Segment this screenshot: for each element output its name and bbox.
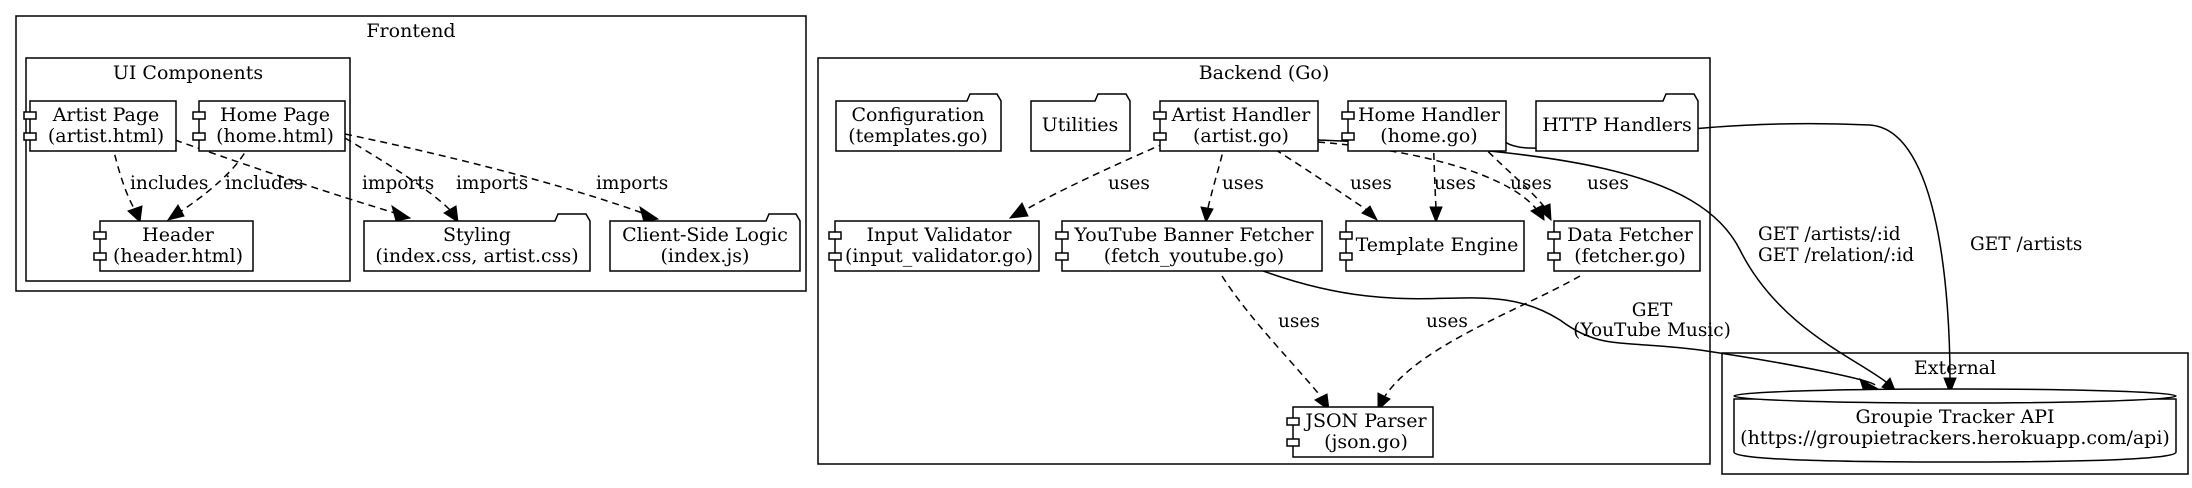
node-utilities: Utilities [1030, 93, 1131, 152]
home-page-file: (home.html) [216, 125, 334, 147]
node-input-validator: Input Validator (input_validator.go) [828, 220, 1040, 272]
edge-label-get-artists: GET /artists [1970, 234, 2082, 255]
json-parser-title: JSON Parser [1303, 410, 1427, 432]
node-youtube-fetcher: YouTube Banner Fetcher (fetch_youtube.go… [1055, 220, 1323, 272]
artist-page-file: (artist.html) [48, 125, 164, 147]
cluster-ui-components: UI Components [25, 57, 351, 282]
node-header: Header (header.html) [93, 220, 254, 272]
edge-label-imports-3: imports [596, 173, 668, 194]
artist-handler-title: Artist Handler [1171, 104, 1312, 126]
groupie-api-url: (https://groupietrackers.herokuapp.com/a… [1740, 427, 2170, 449]
home-page-title: Home Page [220, 104, 330, 126]
cluster-external: External [1721, 352, 2189, 475]
cluster-frontend: Frontend [15, 15, 807, 292]
edge-youtubefetcher-api: GET (YouTube Music) [1254, 267, 1882, 393]
edge-label-uses-4: uses [1434, 173, 1476, 194]
node-artist-page: Artist Page (artist.html) [23, 100, 177, 152]
cluster-external-title: External [1914, 357, 1996, 379]
cluster-backend: Backend (Go) [817, 57, 1711, 465]
home-handler-title: Home Handler [1358, 104, 1501, 126]
edge-datafetcher-jsonparser: uses [1377, 275, 1581, 412]
cluster-backend-title: Backend (Go) [1199, 62, 1330, 84]
node-http-handlers: HTTP Handlers [1535, 93, 1699, 152]
node-home-page: Home Page (home.html) [192, 100, 346, 152]
edge-label-get-artists-id-1: GET /artists/:id [1758, 224, 1901, 245]
edge-homepage-clientlogic: imports [344, 133, 668, 223]
edge-label-uses-7: uses [1278, 311, 1320, 332]
node-artist-handler: Artist Handler (artist.go) [1153, 100, 1319, 152]
artist-page-title: Artist Page [52, 104, 160, 126]
edge-artistpage-styling: imports [174, 139, 434, 222]
header-title: Header [142, 224, 215, 246]
node-groupie-api: Groupie Tracker API (https://groupietrac… [1733, 388, 2177, 463]
edge-label-uses-1: uses [1108, 173, 1150, 194]
node-client-logic: Client-Side Logic (index.js) [609, 213, 801, 272]
client-logic-title: Client-Side Logic [622, 224, 788, 246]
node-template-engine: Template Engine [1339, 220, 1525, 272]
edge-artisthandler-inputvalidator: uses [1008, 142, 1166, 219]
cluster-ui-components-title: UI Components [113, 62, 263, 84]
artist-handler-file: (artist.go) [1193, 125, 1289, 147]
edge-homehandler-datafetcher: uses [1479, 142, 1629, 222]
edge-homepage-header: includes [166, 142, 303, 221]
configuration-file: (templates.go) [848, 125, 988, 147]
edge-label-uses-5: uses [1510, 173, 1552, 194]
json-parser-file: (json.go) [1324, 431, 1408, 453]
styling-title: Styling [443, 224, 511, 246]
edge-artisthandler-youtubefetcher: uses [1200, 142, 1264, 224]
node-data-fetcher: Data Fetcher (fetcher.go) [1547, 220, 1701, 272]
template-engine-title: Template Engine [1356, 234, 1519, 256]
edge-label-imports-1: imports [362, 173, 434, 194]
edge-label-includes-2: includes [225, 173, 303, 194]
home-handler-file: (home.go) [1380, 125, 1477, 147]
edge-artistpage-header: includes [111, 142, 208, 224]
client-logic-file: (index.js) [661, 245, 750, 267]
node-home-handler: Home Handler (home.go) [1341, 100, 1507, 152]
header-file: (header.html) [113, 245, 243, 267]
data-fetcher-file: (fetcher.go) [1574, 245, 1686, 267]
edge-artisthandler-templateengine: uses [1264, 142, 1392, 222]
node-json-parser: JSON Parser (json.go) [1286, 406, 1434, 458]
edge-label-includes-1: includes [130, 173, 208, 194]
input-validator-title: Input Validator [867, 224, 1013, 246]
edge-label-imports-2: imports [456, 173, 528, 194]
edge-artisthandler-api: GET /artists/:id GET /relation/:id [1317, 139, 1914, 394]
node-configuration: Configuration (templates.go) [835, 93, 1002, 152]
cluster-frontend-title: Frontend [366, 20, 455, 42]
http-handlers-title: HTTP Handlers [1542, 114, 1692, 136]
edge-homehandler-templateengine: uses [1429, 128, 1476, 224]
edge-label-get-artists-id-2: GET /relation/:id [1758, 245, 1914, 266]
edge-homepage-styling: imports [344, 137, 528, 223]
edge-label-get-youtube-2: (YouTube Music) [1573, 320, 1731, 341]
edge-youtubefetcher-jsonparser: uses [1221, 275, 1330, 412]
edge-label-uses-2: uses [1222, 173, 1264, 194]
utilities-title: Utilities [1042, 114, 1119, 136]
edge-label-uses-8: uses [1426, 311, 1468, 332]
node-styling: Styling (index.css, artist.css) [363, 213, 591, 272]
edge-label-uses-3: uses [1350, 173, 1392, 194]
youtube-fetcher-file: (fetch_youtube.go) [1104, 245, 1284, 267]
edge-label-get-youtube-1: GET [1632, 300, 1673, 321]
youtube-fetcher-title: YouTube Banner Fetcher [1073, 224, 1314, 246]
configuration-title: Configuration [851, 104, 984, 126]
styling-files: (index.css, artist.css) [375, 245, 578, 267]
data-fetcher-title: Data Fetcher [1567, 224, 1694, 246]
groupie-api-title: Groupie Tracker API [1855, 406, 2054, 428]
input-validator-file: (input_validator.go) [845, 245, 1033, 267]
edge-label-uses-6: uses [1587, 173, 1629, 194]
